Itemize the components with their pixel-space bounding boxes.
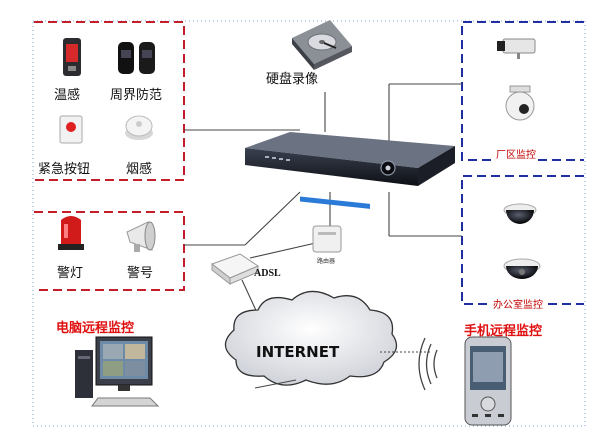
dome-camera-icon-2 (503, 258, 541, 279)
siren-label: 警号 (127, 266, 154, 281)
emergency-button-label: 紧急按钮 (38, 162, 91, 177)
camera-box-office (461, 175, 584, 305)
pc-workstation-icon (75, 336, 160, 407)
outer-frame (32, 20, 586, 427)
connection-lines (184, 83, 462, 331)
alarm-light-label: 警灯 (57, 266, 84, 281)
office-camera-label: 办公室监控 (491, 296, 545, 311)
hdd-icon (292, 20, 352, 70)
smoke-sensor-label: 烟感 (126, 162, 153, 177)
temperature-sensor-icon (63, 38, 81, 76)
sensor-box-bottom (34, 211, 185, 291)
speed-dome-icon (505, 85, 535, 121)
router-label: 路由器 (317, 258, 336, 265)
adsl-modem-icon (210, 253, 260, 286)
alarm-light-icon (58, 216, 84, 250)
factory-camera-label: 厂区监控 (494, 146, 538, 161)
mobile-remote-label: 手机远程监控 (464, 324, 543, 339)
nvr-recorder (245, 132, 455, 209)
dome-camera-icon-1 (503, 203, 537, 224)
adsl-label: ADSL (254, 268, 281, 279)
camera-box-factory (461, 21, 584, 161)
sensor-box-top (34, 21, 185, 181)
perimeter-beam-icon (118, 42, 155, 74)
perimeter-label: 周界防范 (110, 88, 163, 103)
internet-cloud (224, 290, 398, 386)
smoke-detector-icon (125, 115, 153, 140)
emergency-button-icon (59, 115, 83, 144)
hdd-label: 硬盘录像 (266, 72, 319, 87)
temp-sensor-label: 温感 (54, 88, 81, 103)
wireless-signal-icon (418, 337, 438, 391)
siren-icon (126, 221, 156, 252)
mobile-phone-icon (464, 336, 512, 426)
router-icon (312, 225, 342, 253)
pc-remote-label: 电脑远程监控 (56, 321, 135, 336)
box-camera-icon (497, 38, 536, 59)
internet-label: INTERNET (256, 343, 340, 361)
